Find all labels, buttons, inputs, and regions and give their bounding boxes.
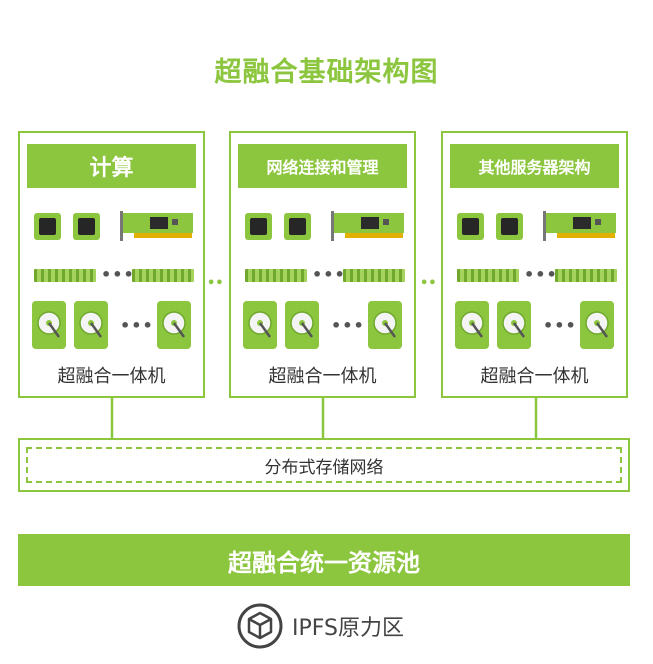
node-header: 其他服务器架构 [450, 144, 619, 188]
cube-logo-icon [237, 603, 283, 649]
ram-module-icon [34, 269, 96, 282]
chip-icon [245, 213, 272, 240]
hard-disk-icon [368, 301, 402, 349]
chip-icon [34, 213, 61, 240]
network-card-icon [120, 211, 193, 241]
node-label: 超融合一体机 [268, 366, 377, 387]
ram-module-icon [245, 269, 307, 282]
hard-disk-icon [157, 301, 191, 349]
network-dashed-border [26, 447, 622, 483]
ram-module-icon [343, 269, 405, 282]
chip-icon [284, 213, 311, 240]
node-label: 超融合一体机 [57, 366, 166, 387]
distributed-storage-network: 分布式存储网络 [18, 438, 630, 492]
chip-icon [457, 213, 484, 240]
chip-icon [496, 213, 523, 240]
hard-disk-icon [243, 301, 277, 349]
network-label: 分布式存储网络 [264, 458, 384, 478]
node-header: 计算 [27, 144, 196, 188]
hard-disk-icon [497, 301, 531, 349]
brand-text: IPFS原力区 [292, 616, 404, 641]
node-separator: •• [207, 276, 224, 291]
ellipsis: ••• [120, 316, 154, 335]
node-other-servers: 其他服务器架构 ••• ••• 超融合一体机 [441, 131, 628, 398]
ram-module-icon [457, 269, 519, 282]
ellipsis: ••• [543, 316, 577, 335]
hard-disk-icon [580, 301, 614, 349]
unified-resource-pool: 超融合统一资源池 [18, 534, 630, 586]
ellipsis: ••• [101, 265, 135, 284]
node-network: 网络连接和管理 ••• ••• 超融合一体机 [229, 131, 416, 398]
node-header: 网络连接和管理 [238, 144, 407, 188]
node-compute: 计算 ••• ••• 超融合一体机 [18, 131, 205, 398]
ram-module-icon [555, 269, 617, 282]
ellipsis: ••• [331, 316, 365, 335]
ellipsis: ••• [524, 265, 558, 284]
hard-disk-icon [455, 301, 489, 349]
ellipsis: ••• [312, 265, 346, 284]
chip-icon [73, 213, 100, 240]
brand-watermark: IPFS原力区 [236, 600, 404, 652]
network-card-icon [331, 211, 404, 241]
network-card-icon [543, 211, 616, 241]
node-separator: •• [420, 276, 437, 291]
ram-module-icon [132, 269, 194, 282]
hard-disk-icon [285, 301, 319, 349]
hard-disk-icon [32, 301, 66, 349]
hard-disk-icon [74, 301, 108, 349]
node-label: 超融合一体机 [480, 366, 589, 387]
diagram-title: 超融合基础架构图 [214, 57, 439, 88]
